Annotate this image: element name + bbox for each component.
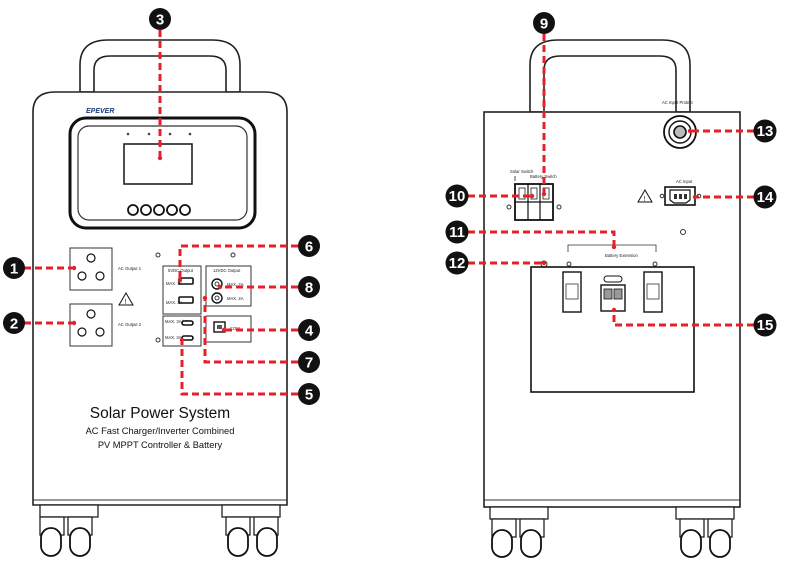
battery-extension-label: Battery Extension <box>605 253 638 258</box>
callout-15: 15 <box>753 313 777 337</box>
svg-text:2: 2 <box>10 316 18 333</box>
warning-icon <box>118 292 134 306</box>
com-label: COM <box>230 326 240 331</box>
callout-10: 10 <box>445 184 469 208</box>
callout-2: 2 <box>3 312 25 334</box>
callout-4: 4 <box>298 319 320 341</box>
svg-text:13: 13 <box>757 123 774 140</box>
callout-leaders <box>24 30 754 396</box>
usb-a-top-label: MAX. 2A <box>166 281 183 286</box>
front-wheels <box>39 504 281 557</box>
svg-text:9: 9 <box>540 16 548 33</box>
ac-output-2-socket[interactable] <box>69 303 113 347</box>
ac-input-warning-icon <box>637 189 653 203</box>
callout-7: 7 <box>298 351 320 373</box>
back-view: Solar Switch Battery Switch AC Input Pro… <box>483 39 741 558</box>
svg-text:10: 10 <box>449 188 466 205</box>
svg-text:7: 7 <box>305 355 313 372</box>
callout-3: 3 <box>149 8 171 30</box>
control-button[interactable] <box>153 204 165 216</box>
svg-text:12: 12 <box>449 255 466 272</box>
front-subtitle-line1: AC Fast Charger/Inverter Combined <box>86 426 235 436</box>
callout-12: 12 <box>445 251 469 275</box>
ac-output-2-label: AC Output 2 <box>118 322 142 327</box>
callout-11: 11 <box>445 220 469 244</box>
svg-text:8: 8 <box>305 280 313 297</box>
callout-badges: 1 2 3 4 5 6 7 8 9 10 11 12 13 14 15 <box>3 8 777 405</box>
callout-1: 1 <box>3 257 25 279</box>
solar-switch-label: Solar Switch <box>510 169 534 174</box>
usb-c-port[interactable] <box>181 320 194 326</box>
usb-c-top-label: MAX. 3A/12W <box>165 319 191 324</box>
dc-output-label: 12VDC Output <box>213 268 241 273</box>
svg-text:4: 4 <box>305 323 314 340</box>
svg-text:5: 5 <box>305 387 313 404</box>
svg-text:11: 11 <box>449 224 465 241</box>
front-view: EPEVER AC Output 1 <box>32 39 288 557</box>
callout-13: 13 <box>753 119 777 143</box>
dc-top-label: MAX. 2A <box>227 282 244 287</box>
callout-14: 14 <box>753 185 777 209</box>
svg-text:1: 1 <box>10 261 18 278</box>
battery-switch-label: Battery Switch <box>530 174 557 179</box>
usb-a-port[interactable] <box>178 296 194 304</box>
indicator-leds <box>126 132 192 136</box>
ac-input-label: AC Input <box>676 179 693 184</box>
ac-input-protect-breaker[interactable] <box>663 115 697 149</box>
ac-output-1-label: AC Output 1 <box>118 266 142 271</box>
usb-c-bottom-label: MAX. 3A/9V <box>165 335 188 340</box>
svg-text:3: 3 <box>156 12 164 29</box>
svg-text:15: 15 <box>757 317 774 334</box>
callout-8: 8 <box>298 276 320 298</box>
front-brand-logo: EPEVER <box>86 108 114 115</box>
callout-5: 5 <box>298 383 320 405</box>
usb-a-bottom-label: MAX. 2A <box>166 300 183 305</box>
dc-bottom-label: MAX. 2A <box>227 296 244 301</box>
control-button[interactable] <box>179 204 191 216</box>
ac-output-1-socket[interactable] <box>69 247 113 291</box>
callout-6: 6 <box>298 235 320 257</box>
svg-text:6: 6 <box>305 239 313 256</box>
pv-input-terminal[interactable] <box>600 284 626 312</box>
control-buttons <box>127 204 191 216</box>
usb-output-label: 5VDC Output <box>168 268 194 273</box>
lcd-screen <box>123 143 193 185</box>
control-button[interactable] <box>140 204 152 216</box>
ac-input-socket[interactable] <box>664 186 696 206</box>
breaker-switches[interactable] <box>514 183 554 221</box>
control-button[interactable] <box>166 204 178 216</box>
svg-text:!: ! <box>644 196 646 203</box>
front-title: Solar Power System <box>90 405 230 422</box>
svg-text:14: 14 <box>757 189 774 206</box>
control-button[interactable] <box>127 204 139 216</box>
svg-text:!: ! <box>125 299 127 306</box>
front-subtitle-line2: PV MPPT Controller & Battery <box>98 440 223 450</box>
ac-input-protect-label: AC Input Protect <box>662 100 694 105</box>
callout-9: 9 <box>533 12 555 34</box>
back-wheels <box>489 506 735 558</box>
